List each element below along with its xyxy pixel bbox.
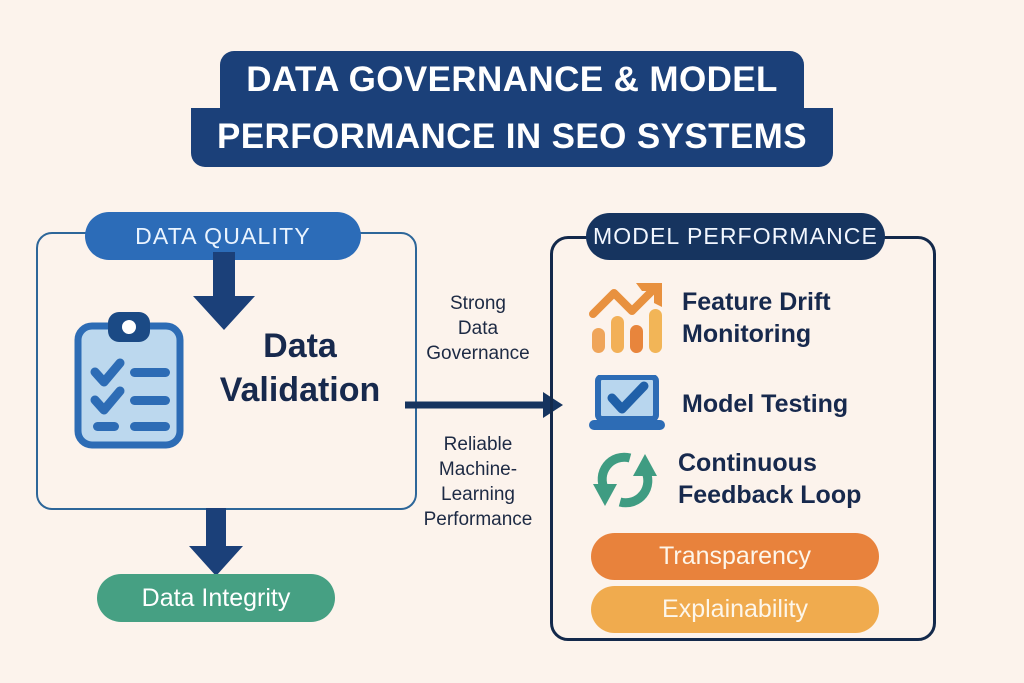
connector-label-performance-line-1: Reliable xyxy=(443,434,513,455)
feature-drift-line-2: Monitoring xyxy=(682,320,812,348)
connector-label-performance-line-4: Performance xyxy=(423,509,533,531)
connector-label-governance: Strong Data Governance xyxy=(398,291,558,366)
explainability-tag: Explainability xyxy=(591,586,879,633)
arrow-down-data-quality-to-validation xyxy=(193,252,255,330)
connector-label-governance-line-1: Strong xyxy=(450,293,506,314)
data-quality-badge-label: DATA QUALITY xyxy=(135,222,311,249)
connector-label-governance-line-2: Data xyxy=(457,318,499,340)
arrow-right-to-model-performance xyxy=(405,392,563,418)
laptop-check-icon xyxy=(589,375,665,430)
page-title-line-2: PERFORMANCE IN SEO SYSTEMS xyxy=(191,108,833,167)
list-item: Continuous Feedback Loop xyxy=(588,444,861,514)
model-performance-badge-label: MODEL PERFORMANCE xyxy=(593,223,878,249)
list-item: Model Testing xyxy=(588,375,848,433)
data-validation-node: Data Validation xyxy=(200,325,400,412)
refresh-loop-icon xyxy=(593,452,657,508)
connector-label-performance-line-3: Learning xyxy=(441,484,515,506)
list-item: Feature Drift Monitoring xyxy=(588,281,831,355)
page-title: DATA GOVERNANCE & MODEL PERFORMANCE IN S… xyxy=(0,50,1024,168)
connector-label-performance: Reliable Machine- Learning Performance xyxy=(398,432,558,532)
feedback-loop-line-1: Continuous xyxy=(678,449,817,477)
model-performance-badge: MODEL PERFORMANCE xyxy=(586,213,885,260)
feedback-loop-line-2: Feedback Loop xyxy=(678,481,862,509)
transparency-tag: Transparency xyxy=(591,533,879,580)
data-validation-line-1: Data xyxy=(263,327,337,365)
list-item-text: Model Testing xyxy=(682,388,848,420)
list-item-text: Feature Drift Monitoring xyxy=(682,286,831,350)
connector-label-governance-line-3: Governance xyxy=(426,343,530,365)
page-title-line-1: DATA GOVERNANCE & MODEL xyxy=(220,51,804,110)
data-validation-line-2: Validation xyxy=(219,370,381,409)
growth-chart-icon xyxy=(589,283,662,353)
transparency-tag-label: Transparency xyxy=(659,542,811,570)
arrow-down-to-data-integrity xyxy=(189,508,243,576)
data-integrity-pill: Data Integrity xyxy=(97,574,335,622)
list-item-text: Continuous Feedback Loop xyxy=(678,447,861,511)
model-testing-line-1: Model Testing xyxy=(682,390,849,418)
feature-drift-line-1: Feature Drift xyxy=(682,288,831,316)
explainability-tag-label: Explainability xyxy=(662,595,808,623)
data-integrity-label: Data Integrity xyxy=(141,583,291,612)
clipboard-checklist-icon xyxy=(74,312,184,449)
connector-label-performance-line-2: Machine- xyxy=(438,459,518,481)
